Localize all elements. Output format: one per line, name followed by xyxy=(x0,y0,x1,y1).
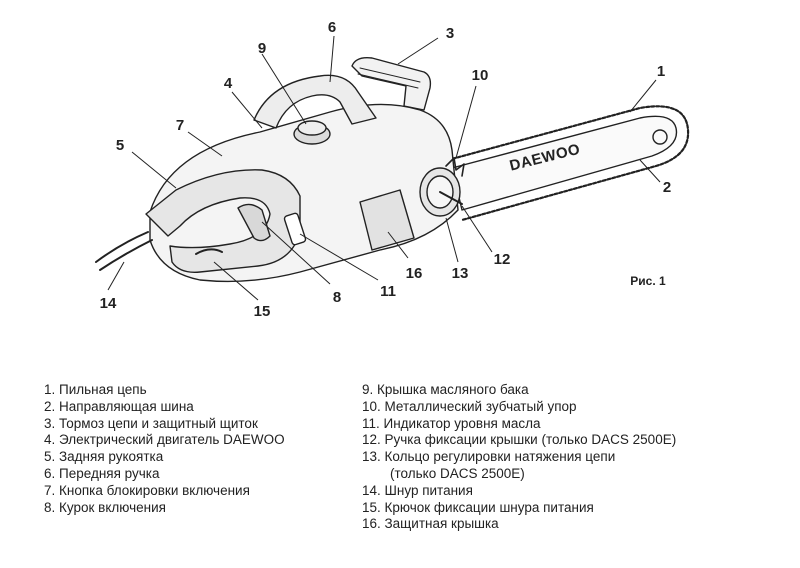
saw-chain xyxy=(446,105,690,222)
legend-item: 5. Задняя рукоятка xyxy=(44,449,164,465)
front-handle xyxy=(253,74,377,129)
callout-1: 1 xyxy=(657,63,665,80)
spiked-bumper xyxy=(445,157,465,177)
legend-item: 4. Электрический двигатель DAEWOO xyxy=(44,432,285,448)
leader-6 xyxy=(329,35,335,83)
callout-3: 3 xyxy=(446,25,454,42)
legend-item: 12. Ручка фиксации крышки (только DACS 2… xyxy=(362,432,677,448)
legend-item: 9. Крышка масляного бака xyxy=(362,382,529,397)
leader-13 xyxy=(445,217,459,263)
callout-8: 8 xyxy=(333,289,341,306)
callout-7: 7 xyxy=(176,117,184,134)
leader-10 xyxy=(455,85,477,159)
power-cord xyxy=(95,231,153,271)
leader-3 xyxy=(397,37,439,65)
legend-item: 14. Шнур питания xyxy=(362,482,473,498)
leader-1 xyxy=(629,79,657,113)
leader-lines xyxy=(107,35,661,301)
callout-2: 2 xyxy=(663,179,671,196)
callout-4: 4 xyxy=(224,75,233,92)
leader-2 xyxy=(639,159,661,183)
legend-item: 15. Крючок фиксации шнура питания xyxy=(362,499,594,515)
legend-item: 10. Металлический зубчатый упор xyxy=(362,398,577,414)
callout-numbers: 1 2 3 4 5 6 7 8 9 10 11 12 13 14 15 16 xyxy=(100,19,672,320)
oil-window-shape xyxy=(283,212,307,246)
legend-item: 2. Направляющая шина xyxy=(44,398,194,414)
leader-4 xyxy=(231,91,263,129)
leader-15 xyxy=(213,261,259,301)
legend-item: 6. Передняя ручка xyxy=(44,465,160,481)
leader-16 xyxy=(387,231,409,259)
legend-right: 9. Крышка масляного бака 10. Металлическ… xyxy=(362,382,676,533)
chainsaw-illustration xyxy=(95,56,690,283)
callout-11: 11 xyxy=(380,283,396,300)
leader-7 xyxy=(187,131,223,157)
chainsaw-diagram: DAEWOO 1 2 3 4 5 6 7 8 9 10 11 12 13 14 … xyxy=(95,19,690,320)
leader-5 xyxy=(131,151,177,189)
legend-item: 13. Кольцо регулировки натяжения цепи xyxy=(362,449,616,465)
legend-left: 1. Пильная цепь 2. Направляющая шина 3. … xyxy=(44,382,285,516)
side-cover-shape xyxy=(359,189,415,251)
legend-item: 11. Индикатор уровня масла xyxy=(362,415,541,431)
callout-6: 6 xyxy=(328,19,336,36)
leader-9 xyxy=(261,53,307,125)
callout-13: 13 xyxy=(452,265,469,282)
callout-10: 10 xyxy=(472,67,489,84)
rear-handle-shape xyxy=(145,169,301,273)
figure-caption: Рис. 1 xyxy=(630,274,666,288)
legend-item-continuation: (только DACS 2500E) xyxy=(390,465,525,481)
legend-item: 7. Кнопка блокировки включения xyxy=(44,482,250,498)
leader-11 xyxy=(299,233,379,281)
trigger-shape xyxy=(237,203,271,242)
callout-12: 12 xyxy=(494,251,511,268)
callout-16: 16 xyxy=(406,265,423,282)
legend-item: 3. Тормоз цепи и защитный щиток xyxy=(44,415,258,431)
callout-14: 14 xyxy=(100,295,117,312)
legend-item: 16. Защитная крышка xyxy=(362,516,499,532)
legend-item: 8. Курок включения xyxy=(44,499,166,515)
callout-9: 9 xyxy=(258,40,266,57)
leader-8 xyxy=(261,221,331,285)
callout-5: 5 xyxy=(116,137,124,154)
leader-12 xyxy=(461,205,493,253)
callout-15: 15 xyxy=(254,303,271,320)
legend-item: 1. Пильная цепь xyxy=(44,382,147,397)
guide-bar xyxy=(451,115,678,211)
bar-nose-sprocket xyxy=(652,129,668,145)
leader-14 xyxy=(107,261,125,291)
cord-hook-shape xyxy=(195,248,223,255)
